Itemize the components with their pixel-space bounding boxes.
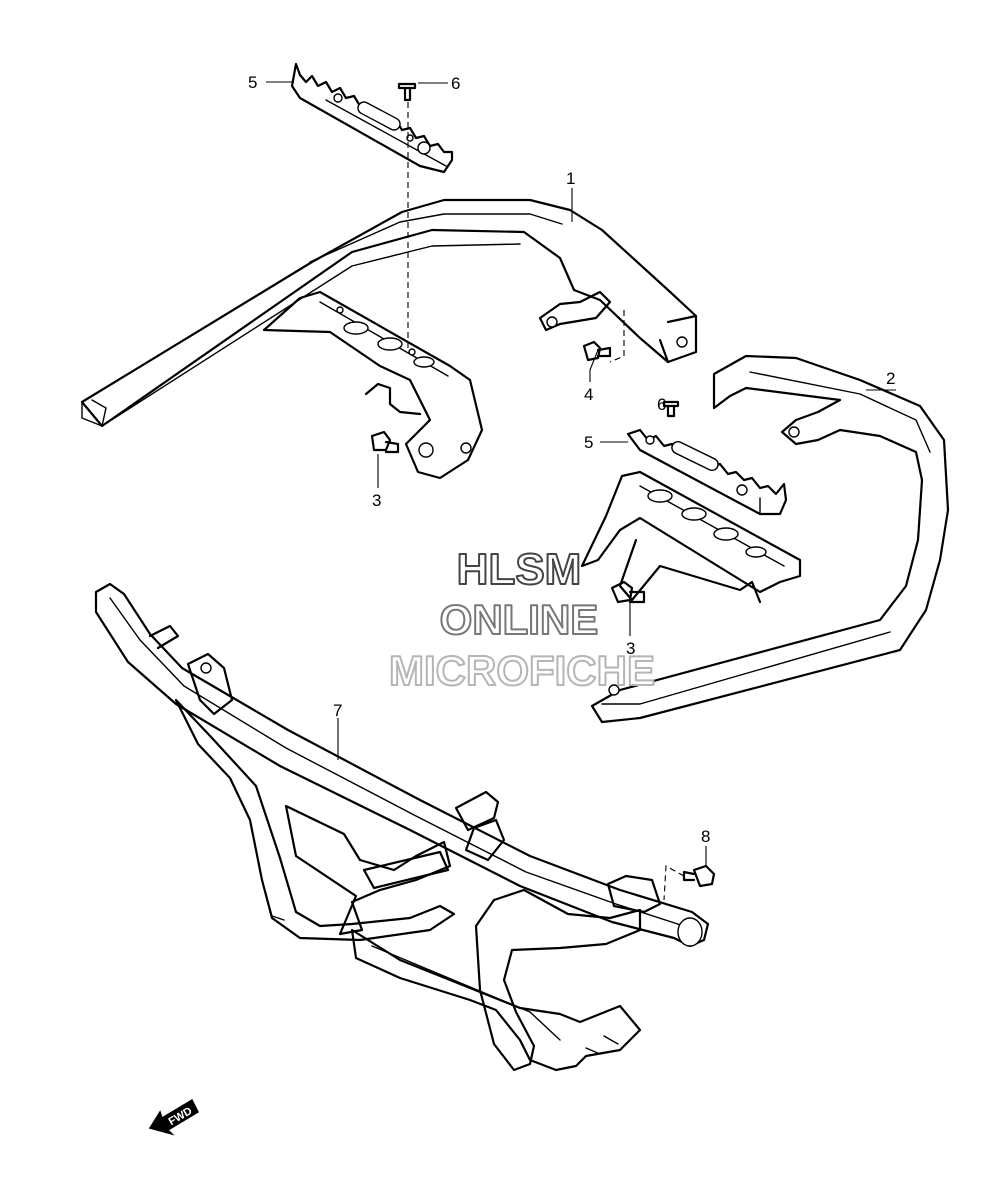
fwd-label: FWD [167,1105,195,1128]
watermark-line-3: MICROFICHE [389,647,655,694]
footrest-plate-lower[interactable] [626,428,788,516]
bolt-part-4[interactable] [582,340,612,362]
bolt-part-8[interactable] [682,864,716,888]
footrest-frame-rear[interactable] [580,354,950,724]
callout-3-lower: 3 [626,639,635,658]
callout-labels: 5 6 1 2 4 6 5 3 3 7 8 [248,73,895,846]
footrest-plate-upper[interactable] [290,62,454,174]
callout-7: 7 [333,701,342,720]
watermark: HLSM ONLINE MICROFICHE [388,544,656,695]
callout-1: 1 [566,169,575,188]
callout-leaders [266,81,896,866]
watermark-line-1: HLSM [457,545,582,594]
callout-5-lower: 5 [584,433,593,452]
leader-bolt8 [663,865,685,901]
leader-bolt4 [609,310,625,363]
bolt-part-3-lower[interactable] [610,580,646,604]
callout-2: 2 [886,369,895,388]
front-bumper-guard[interactable] [94,582,710,1072]
callout-3-upper: 3 [372,491,381,510]
screw-upper[interactable] [397,82,417,102]
bolt-part-3-upper[interactable] [370,430,400,454]
callout-5-upper: 5 [248,73,257,92]
callout-4: 4 [584,385,593,404]
watermark-line-2: ONLINE [440,596,599,643]
forward-arrow-icon: FWD [148,1098,199,1136]
footrest-frame-front[interactable] [80,198,698,480]
callout-6-lower: 6 [657,395,666,414]
callout-8: 8 [701,827,710,846]
callout-6-upper: 6 [451,74,460,93]
